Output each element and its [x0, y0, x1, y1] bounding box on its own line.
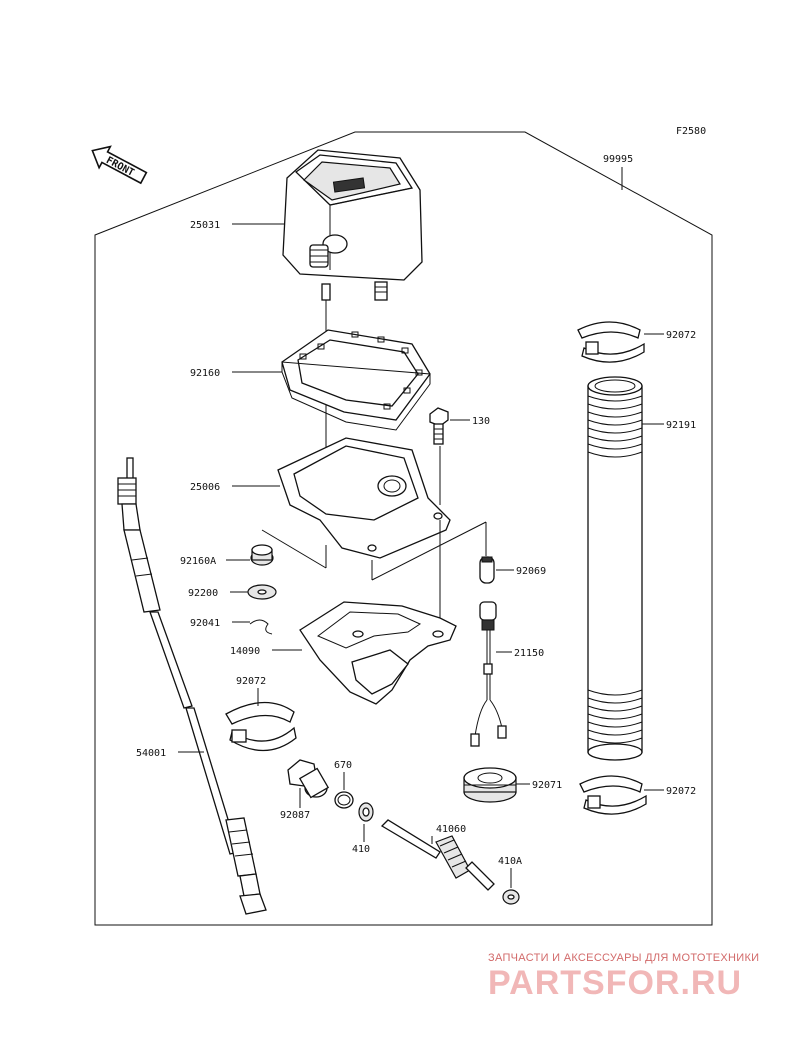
- watermark-tagline: ЗАПЧАСТИ И АКСЕССУАРЫ ДЛЯ МОТОТЕХНИКИ: [488, 952, 760, 964]
- assembly-frame: [94, 131, 713, 926]
- label-21150: 21150: [514, 648, 544, 659]
- label-92072-left: 92072: [236, 676, 266, 687]
- band-92072-bottom: [579, 775, 647, 815]
- boot-92191: [587, 376, 643, 761]
- label-92160A: 92160A: [180, 556, 216, 567]
- housing-92087: [287, 759, 330, 799]
- label-92071: 92071: [532, 780, 562, 791]
- figure-code: F2580: [676, 126, 706, 137]
- socket-21150: [470, 601, 507, 747]
- label-92191: 92191: [666, 420, 696, 431]
- label-14090: 14090: [230, 646, 260, 657]
- label-92041: 92041: [190, 618, 220, 629]
- label-25006: 25006: [190, 482, 220, 493]
- oring-670: [334, 791, 354, 809]
- label-670: 670: [334, 760, 352, 771]
- band-92072-left: [225, 701, 297, 752]
- label-130: 130: [472, 416, 490, 427]
- label-92200: 92200: [188, 588, 218, 599]
- label-92087: 92087: [280, 810, 310, 821]
- label-54001: 54001: [136, 748, 166, 759]
- label-25031: 25031: [190, 220, 220, 231]
- label-92069: 92069: [516, 566, 546, 577]
- clip-92041: [249, 619, 273, 635]
- front-arrow-icon: FRONT: [91, 145, 148, 185]
- washer-92200: [247, 584, 277, 600]
- gasket-92160: [281, 329, 431, 431]
- pinion-41060: [380, 819, 495, 891]
- label-92072-bottom: 92072: [666, 786, 696, 797]
- label-92160: 92160: [190, 368, 220, 379]
- label-41060: 41060: [436, 824, 466, 835]
- label-410A: 410A: [498, 856, 522, 867]
- meter-assy-25031: [282, 149, 423, 301]
- label-99995: 99995: [603, 154, 633, 165]
- washer-410A: [502, 889, 520, 905]
- grommet-92160A: [250, 544, 274, 566]
- cable-54001: [117, 457, 267, 915]
- case-25006: [277, 437, 451, 559]
- band-92072-top: [577, 321, 645, 363]
- bracket-14090: [299, 601, 457, 705]
- bulb-92069: [479, 556, 495, 584]
- washer-410: [358, 802, 374, 822]
- label-92072-top: 92072: [666, 330, 696, 341]
- grommet-92071: [463, 767, 517, 803]
- watermark-logo: PARTSFOR.RU: [488, 964, 743, 1002]
- bolt-130: [429, 407, 449, 445]
- label-410: 410: [352, 844, 370, 855]
